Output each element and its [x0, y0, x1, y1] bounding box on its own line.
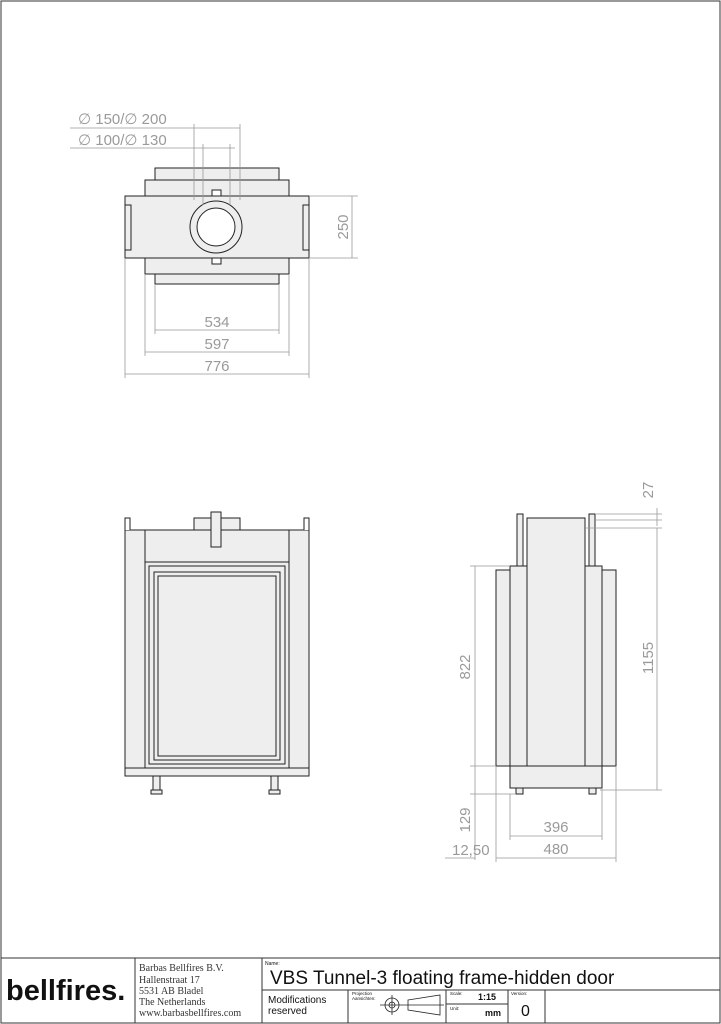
svg-text:Hallenstraat 17: Hallenstraat 17 — [139, 975, 200, 986]
top-view-front-lip — [154, 167, 280, 181]
front-view-glass — [157, 575, 277, 757]
dim-depth: 250 — [335, 214, 352, 239]
top-view-dimension-lines — [70, 124, 358, 378]
dim-glass-height: 822 — [457, 654, 474, 679]
svg-text:Barbas Bellfires B.V.: Barbas Bellfires B.V. — [139, 963, 224, 974]
dim-width-mid: 597 — [204, 336, 229, 353]
top-view-back-lip — [154, 273, 280, 285]
dim-inner-depth: 396 — [543, 819, 568, 836]
side-view-dimension-lines — [445, 508, 662, 862]
front-view-frame-inner — [148, 565, 286, 765]
front-view-left-post — [124, 517, 131, 530]
front-view-right-foot — [270, 775, 279, 791]
dim-width-inner: 534 — [204, 314, 229, 331]
dim-top-offset: 27 — [640, 482, 657, 499]
modifications-line1: Modifications — [268, 995, 326, 1006]
unit-value: mm — [485, 1008, 501, 1018]
company-address: Barbas Bellfires B.V. Hallenstraat 17 55… — [139, 963, 241, 1019]
name-label: Name: — [265, 961, 280, 967]
version-label: Version: — [511, 991, 527, 996]
front-view-right-post — [303, 517, 310, 530]
top-view-front-clip — [211, 189, 222, 197]
dim-width-total: 776 — [204, 358, 229, 375]
svg-text:www.barbasbellfires.com: www.barbasbellfires.com — [139, 1008, 241, 1019]
svg-text:The Netherlands: The Netherlands — [139, 997, 205, 1008]
unit-label: Unit: — [450, 1006, 459, 1011]
front-view-base — [124, 767, 310, 777]
side-view-left-frame — [509, 565, 528, 789]
side-view-right-post — [588, 513, 596, 567]
dim-total-height: 1155 — [640, 642, 657, 674]
side-view-right-door — [601, 569, 617, 767]
scale-value: 1:15 — [478, 992, 496, 1002]
projection-label-2: Aansichten: — [352, 996, 376, 1001]
scale-label: Scale: — [450, 991, 463, 996]
projection-label: Projection — [352, 991, 373, 996]
dim-base-height: 129 — [457, 807, 474, 832]
side-view — [495, 513, 617, 795]
front-view — [124, 511, 310, 795]
side-view-core — [526, 517, 586, 789]
brand-logo: bellfires. — [6, 975, 125, 1007]
front-view-left-foot — [152, 775, 161, 791]
dim-flue-outer-diameter: ∅ 150/∅ 200 — [78, 111, 167, 128]
side-view-base — [509, 765, 603, 789]
front-view-door-outer — [153, 571, 281, 761]
side-view-left-door — [495, 569, 511, 767]
flue-inner-circle — [196, 207, 236, 247]
drawing-title: VBS Tunnel-3 floating frame-hidden door — [270, 968, 615, 989]
version-value: 0 — [521, 1003, 530, 1020]
top-view — [124, 167, 310, 285]
dim-door-offset: 12,50 — [452, 842, 490, 859]
dim-flue-inner-diameter: ∅ 100/∅ 130 — [78, 132, 167, 149]
svg-text:5531 AB Bladel: 5531 AB Bladel — [139, 986, 204, 997]
side-view-right-foot — [588, 787, 597, 795]
side-view-left-post — [516, 513, 524, 567]
top-view-left-bracket — [125, 204, 132, 251]
side-view-left-foot — [515, 787, 524, 795]
projection-symbol-icon — [380, 994, 444, 1016]
side-view-right-frame — [584, 565, 603, 789]
modifications-line2: reserved — [268, 1006, 307, 1017]
dim-total-depth: 480 — [543, 841, 568, 858]
front-view-flue-bracket — [210, 511, 222, 548]
top-view-back-clip — [211, 257, 222, 265]
title-block — [1, 957, 720, 1023]
top-view-right-bracket — [302, 204, 309, 251]
